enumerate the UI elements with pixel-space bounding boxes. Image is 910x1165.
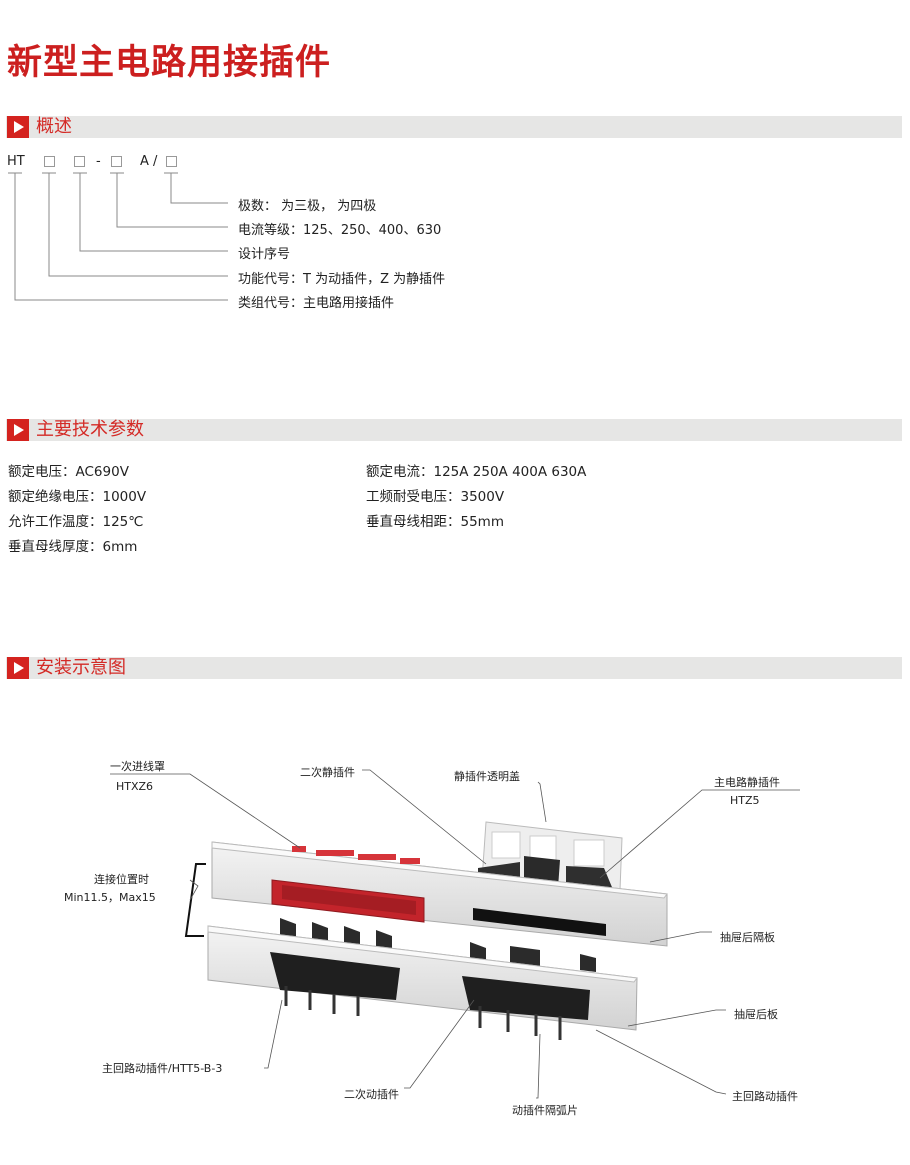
code-slot-poles <box>166 156 177 167</box>
code-prefix: HT <box>7 154 25 169</box>
callout-static-cover: 静插件透明盖 <box>454 770 520 783</box>
section-header-specs: 主要技术参数 <box>6 419 902 441</box>
code-dash: - <box>96 154 101 169</box>
code-legend-lines <box>8 172 228 301</box>
spec-withstand-voltage: 工频耐受电压：3500V <box>366 489 505 505</box>
spec-busbar-thickness: 垂直母线厚度：6mm <box>8 539 138 555</box>
play-triangle-icon <box>7 657 29 679</box>
callout-incoming-cover-model: HTXZ6 <box>116 780 154 793</box>
play-triangle-icon <box>7 419 29 441</box>
legend-poles: 极数： 为三极， 为四极 <box>238 199 377 214</box>
spec-rated-current: 额定电流：125A 250A 400A 630A <box>366 464 587 480</box>
code-slot-current <box>111 156 122 167</box>
callout-drawer-back: 抽屉后板 <box>734 1008 778 1021</box>
callout-connect-range: Min11.5，Max15 <box>64 891 156 904</box>
callout-secondary-moving: 二次动插件 <box>344 1088 399 1101</box>
section-header-overview: 概述 <box>6 116 902 138</box>
spec-busbar-spacing: 垂直母线相距：55mm <box>366 514 504 530</box>
callout-arc-sheet: 动插件隔弧片 <box>512 1104 578 1117</box>
callout-main-moving-model: 主回路动插件/HTT5-B-3 <box>102 1062 223 1075</box>
callout-connect-position: 连接位置时 <box>94 873 149 886</box>
spec-operating-temp: 允许工作温度：125℃ <box>8 514 144 530</box>
code-slot-function <box>44 156 55 167</box>
page-title: 新型主电路用接插件 <box>7 43 332 83</box>
play-triangle-icon <box>7 116 29 138</box>
section-header-install: 安装示意图 <box>6 657 902 679</box>
callout-drawer-partition: 抽屉后隔板 <box>720 931 775 944</box>
callout-main-static-model: HTZ5 <box>730 794 760 807</box>
code-a-slash: A / <box>140 154 158 169</box>
legend-current: 电流等级：125、250、400、630 <box>238 223 442 238</box>
spec-rated-voltage: 额定电压：AC690V <box>8 464 129 480</box>
callout-main-moving: 主回路动插件 <box>732 1090 798 1103</box>
legend-group: 类组代号：主电路用接插件 <box>238 296 395 311</box>
section-title: 安装示意图 <box>36 657 126 678</box>
section-title: 主要技术参数 <box>36 419 144 440</box>
code-slot-design <box>74 156 85 167</box>
callout-incoming-cover: 一次进线罩 <box>110 760 165 773</box>
spec-insulation-voltage: 额定绝缘电压：1000V <box>8 489 147 505</box>
callout-main-static: 主电路静插件 <box>714 776 780 789</box>
callout-secondary-static: 二次静插件 <box>300 766 355 779</box>
legend-function: 功能代号：T 为动插件，Z 为静插件 <box>238 272 446 287</box>
section-title: 概述 <box>36 116 72 137</box>
legend-design: 设计序号 <box>238 247 291 262</box>
